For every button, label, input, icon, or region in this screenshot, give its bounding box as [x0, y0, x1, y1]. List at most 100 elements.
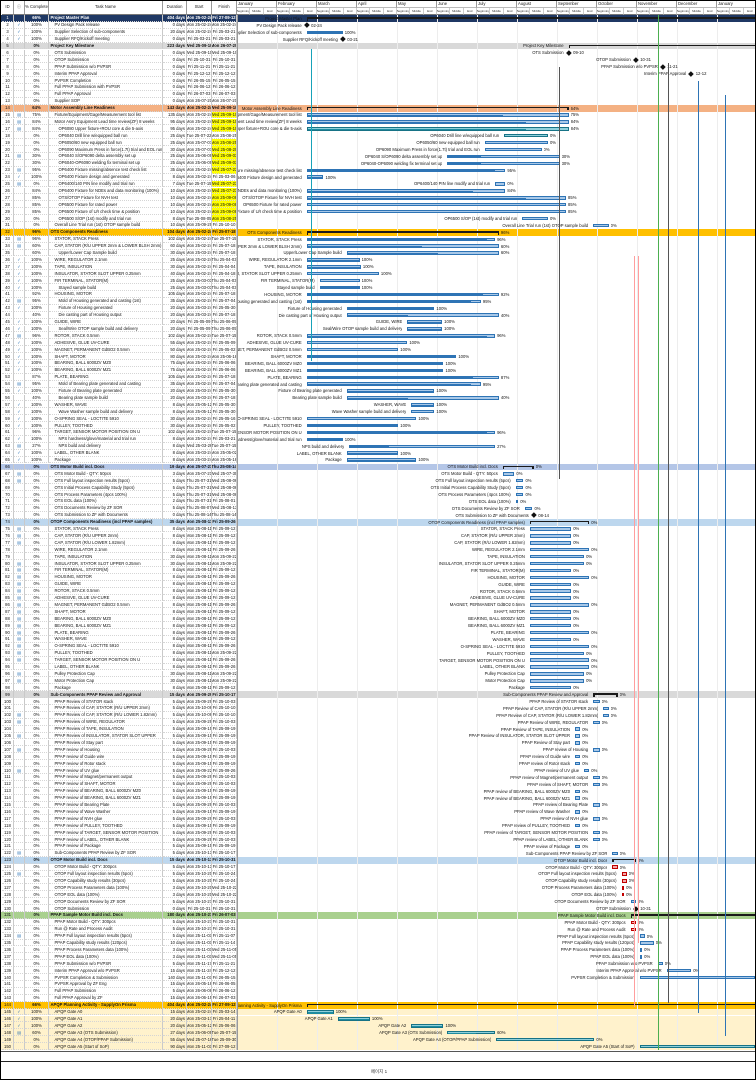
cell-pct[interactable]: 100% — [25, 408, 49, 416]
cell-dur[interactable]: 0 days — [163, 63, 187, 71]
cell-name[interactable]: OTS Motor Build - QTY: 50pcs — [49, 470, 163, 478]
cell-dur[interactable]: 20 days — [163, 311, 187, 319]
cell-id[interactable]: 7 — [2, 56, 14, 64]
cell-start[interactable]: Mon 25-08-11 — [187, 622, 212, 630]
cell-pct[interactable]: 60% — [25, 242, 49, 250]
task-bar[interactable] — [529, 623, 572, 628]
cell-icon[interactable] — [14, 208, 25, 216]
cell-finish[interactable]: Thu 25-06-05 — [212, 325, 237, 333]
cell-dur[interactable]: 20 days — [163, 1022, 187, 1030]
cell-id[interactable]: 147 — [2, 1022, 14, 1030]
cell-start[interactable]: Mon 25-09-29 — [187, 774, 212, 781]
cell-name[interactable]: NPS hardness/glove/material and trial ru… — [49, 435, 163, 443]
cell-id[interactable]: 31 — [2, 222, 14, 229]
cell-finish[interactable]: Tue 25-07-15 — [212, 442, 237, 450]
cell-start[interactable]: Mon 25-09-29 — [187, 780, 212, 788]
cell-pct[interactable]: 100% — [25, 325, 49, 333]
cell-icon[interactable]: ✓ — [14, 28, 25, 36]
cell-icon[interactable]: ▤ — [14, 332, 25, 340]
cell-id[interactable]: 124 — [2, 863, 14, 871]
cell-dur[interactable]: 8 days — [163, 173, 187, 181]
cell-icon[interactable]: ✓ — [14, 318, 25, 326]
task-bar[interactable] — [603, 706, 609, 711]
cell-id[interactable]: 14 — [2, 104, 14, 112]
cell-finish[interactable]: Fri 25-09-12 — [212, 580, 237, 588]
task-bar[interactable] — [575, 727, 581, 731]
cell-start[interactable]: Mon 25-11-17 — [187, 960, 212, 968]
cell-pct[interactable]: 100% — [25, 21, 49, 29]
cell-id[interactable]: 30 — [2, 215, 14, 222]
cell-pct[interactable]: 0% — [25, 1043, 49, 1050]
cell-finish[interactable]: Fri 25-09-26 — [212, 656, 237, 664]
cell-id[interactable]: 47 — [2, 332, 14, 340]
cell-pct[interactable]: 0% — [25, 884, 49, 892]
cell-id[interactable]: 42 — [2, 297, 14, 305]
cell-id[interactable]: 56 — [2, 394, 14, 402]
cell-dur[interactable]: 3 days — [163, 470, 187, 478]
cell-id[interactable]: 20 — [2, 146, 14, 153]
cell-name[interactable]: PPAP review of NVH glue — [49, 815, 163, 823]
task-bar[interactable] — [306, 334, 496, 338]
cell-icon[interactable] — [14, 498, 25, 505]
cell-finish[interactable]: Fri 25-09-26 — [212, 642, 237, 650]
cell-start[interactable]: Mon 25-02-24 — [187, 353, 212, 360]
cell-id[interactable]: 22 — [2, 159, 14, 167]
cell-finish[interactable]: Wed 25-08-06 — [212, 477, 237, 485]
table-row[interactable]: 17▤84%OP6080 Upper fixture+ROU core & di… — [1, 125, 755, 133]
cell-finish[interactable]: Fri 25-10-17 — [212, 849, 237, 857]
cell-name[interactable]: Full PPAP Approval by ZF — [49, 994, 163, 1002]
cell-start[interactable]: Mon 26-05-18 — [187, 981, 212, 988]
task-bar[interactable] — [306, 30, 343, 34]
cell-finish[interactable]: Mon 25-09-08 — [212, 208, 237, 216]
cell-id[interactable]: 69 — [2, 484, 14, 492]
cell-name[interactable]: Fixture of Housing generated — [49, 304, 163, 312]
cell-finish[interactable]: Fri 25-10-03 — [212, 801, 237, 809]
cell-finish[interactable]: Tue 25-09-30 — [212, 1036, 237, 1044]
cell-start[interactable]: Mon 25-11-03 — [187, 953, 212, 961]
task-bar[interactable] — [593, 803, 600, 807]
cell-finish[interactable]: Wed 25-07-23 — [212, 187, 237, 195]
cell-name[interactable]: HOUSING, MOTOR — [49, 291, 163, 298]
cell-name[interactable]: PPAP review of Rotor stack — [49, 760, 163, 768]
cell-pct[interactable]: 0% — [25, 132, 49, 140]
cell-pct[interactable]: 64% — [25, 104, 49, 112]
cell-icon[interactable] — [14, 808, 25, 816]
cell-start[interactable]: Thu 25-07-31 — [187, 477, 212, 485]
cell-start[interactable]: Mon 25-08-11 — [187, 636, 212, 643]
cell-icon[interactable] — [14, 856, 25, 864]
cell-start[interactable]: Mon 25-09-15 — [187, 725, 212, 733]
cell-start[interactable]: Fri 25-05-09 — [187, 325, 212, 333]
cell-finish[interactable]: Fri 25-10-03 — [212, 815, 237, 823]
cell-icon[interactable] — [14, 753, 25, 761]
cell-id[interactable]: 10 — [2, 77, 14, 84]
cell-dur[interactable]: 10 days — [163, 201, 187, 209]
cell-start[interactable]: Mon 25-02-24 — [187, 173, 212, 181]
cell-finish[interactable]: Fri 25-09-12 — [212, 532, 237, 540]
cell-start[interactable]: Mon 25-07-07 — [187, 146, 212, 153]
cell-dur[interactable]: 105 days — [163, 291, 187, 298]
milestone-diamond[interactable] — [340, 36, 346, 42]
cell-start[interactable]: Mon 25-03-24 — [187, 249, 212, 257]
cell-finish[interactable]: Fri 25-09-26 — [212, 629, 237, 636]
cell-start[interactable]: Mon 25-11-03 — [187, 1043, 212, 1050]
cell-name[interactable]: OTOP Submission — [49, 56, 163, 64]
cell-dur[interactable]: 25 days — [163, 153, 187, 160]
cell-start[interactable]: Thu 25-07-31 — [187, 484, 212, 492]
cell-start[interactable]: Mon 25-08-11 — [187, 608, 212, 616]
cell-finish[interactable]: Wed 25-07-23 — [212, 180, 237, 188]
cell-pct[interactable]: 0% — [25, 670, 49, 678]
cell-dur[interactable]: 8 days — [163, 580, 187, 588]
cell-finish[interactable]: Fri 25-03-21 — [212, 435, 237, 443]
task-bar[interactable] — [306, 368, 444, 373]
task-bar[interactable] — [306, 127, 569, 131]
table-row[interactable]: 15▤75%Fixture/Equipment/Gage/Measurement… — [1, 111, 755, 119]
task-bar[interactable] — [575, 761, 581, 766]
task-bar[interactable] — [306, 423, 399, 428]
